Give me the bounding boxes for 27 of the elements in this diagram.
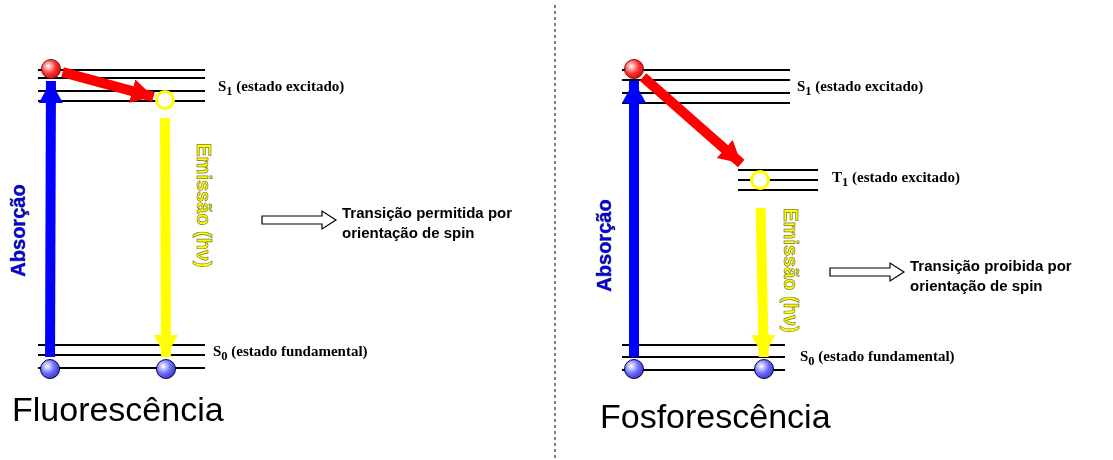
edge-label: Absorção xyxy=(6,181,30,279)
electron-circle xyxy=(624,359,644,379)
panel-title: Fluorescência xyxy=(12,390,224,429)
hollow-arrow xyxy=(829,261,906,283)
electron-circle xyxy=(624,59,644,79)
edge-label: Absorção xyxy=(592,196,616,294)
level-label: S$_{1}$ (estado excitado) xyxy=(797,78,924,99)
electron-circle xyxy=(41,59,61,79)
electron-circle xyxy=(40,359,60,379)
arrow xyxy=(751,207,776,358)
electron-circle xyxy=(155,90,175,110)
level-label: T$_{1}$ (estado excitado) xyxy=(832,169,960,190)
note-text: Transição proibida por orientação de spin xyxy=(910,256,1113,296)
electron-circle xyxy=(750,170,770,190)
arrow xyxy=(61,67,155,103)
arrow xyxy=(153,118,178,358)
arrow xyxy=(639,73,745,168)
arrow xyxy=(622,81,646,357)
level-label: S$_{0}$ (estado fundamental) xyxy=(213,343,368,364)
note-text: Transição permitida por orientação de spin xyxy=(342,203,557,243)
level-label: S$_{0}$ (estado fundamental) xyxy=(800,348,955,369)
panel-title: Fosforescência xyxy=(600,397,831,436)
level-label: S$_{1}$ (estado excitado) xyxy=(218,78,345,99)
electron-circle xyxy=(754,359,774,379)
hollow-arrow xyxy=(261,209,338,231)
electron-circle xyxy=(156,359,176,379)
arrow xyxy=(38,81,63,357)
